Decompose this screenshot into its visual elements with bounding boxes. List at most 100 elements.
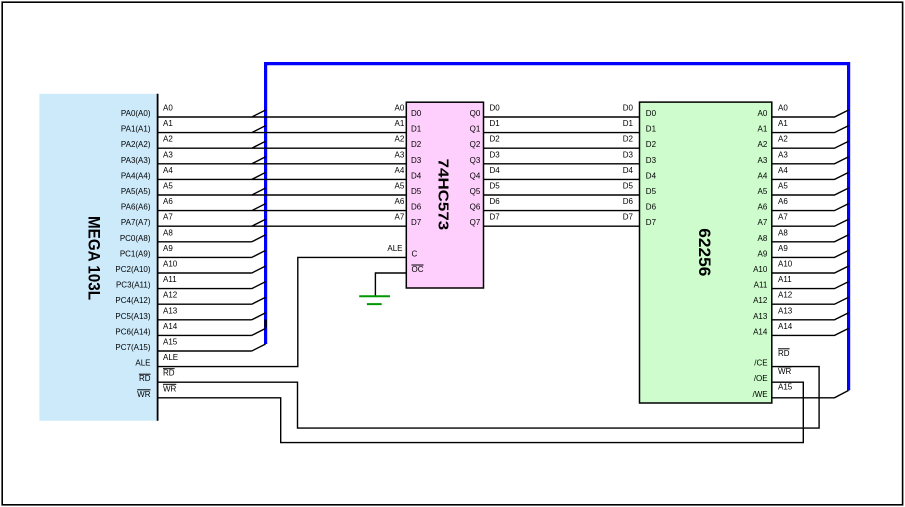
svg-text:A6: A6	[395, 197, 405, 206]
svg-text:62256: 62256	[695, 228, 713, 276]
svg-text:A14: A14	[778, 322, 793, 331]
svg-text:D1: D1	[646, 125, 657, 134]
svg-text:Q3: Q3	[470, 156, 481, 165]
svg-text:D4: D4	[490, 166, 501, 175]
svg-text:A13: A13	[778, 306, 793, 315]
svg-text:A8: A8	[778, 228, 788, 237]
svg-text:D5: D5	[623, 182, 634, 191]
svg-text:A0: A0	[758, 109, 768, 118]
svg-text:D4: D4	[411, 171, 422, 180]
svg-text:A1: A1	[163, 119, 173, 128]
svg-text:A0: A0	[778, 104, 788, 113]
svg-text:PC5(A13): PC5(A13)	[115, 312, 150, 321]
svg-text:A0: A0	[395, 104, 405, 113]
svg-text:A4: A4	[778, 166, 788, 175]
svg-text:A14: A14	[163, 322, 178, 331]
svg-text:PC0(A8): PC0(A8)	[120, 234, 151, 243]
svg-text:A6: A6	[163, 197, 173, 206]
svg-text:A10: A10	[753, 265, 768, 274]
svg-text:D0: D0	[623, 104, 634, 113]
svg-text:D0: D0	[411, 109, 422, 118]
svg-text:A12: A12	[163, 291, 178, 300]
svg-text:D1: D1	[411, 125, 422, 134]
svg-text:A3: A3	[778, 150, 788, 159]
svg-text:A12: A12	[778, 291, 793, 300]
svg-text:A1: A1	[778, 119, 788, 128]
svg-text:A3: A3	[163, 150, 173, 159]
svg-text:Q4: Q4	[470, 171, 481, 180]
svg-text:A1: A1	[395, 119, 405, 128]
svg-text:/CE: /CE	[754, 359, 767, 368]
svg-text:A5: A5	[778, 182, 788, 191]
svg-text:D6: D6	[646, 203, 657, 212]
svg-text:PA3(A3): PA3(A3)	[121, 156, 151, 165]
svg-text:A3: A3	[758, 156, 768, 165]
svg-text:PA6(A6): PA6(A6)	[121, 203, 151, 212]
svg-text:D4: D4	[623, 166, 634, 175]
svg-text:A8: A8	[163, 228, 173, 237]
svg-text:Q5: Q5	[470, 187, 481, 196]
svg-text:A9: A9	[163, 244, 173, 253]
svg-text:A14: A14	[753, 327, 768, 336]
svg-text:ALE: ALE	[163, 353, 178, 362]
svg-text:D0: D0	[490, 104, 501, 113]
svg-text:A15: A15	[778, 382, 793, 391]
svg-text:RD: RD	[163, 369, 175, 378]
svg-text:A7: A7	[758, 218, 768, 227]
svg-text:WR: WR	[137, 390, 151, 399]
svg-text:PC7(A15): PC7(A15)	[115, 343, 150, 352]
svg-text:Q1: Q1	[470, 125, 481, 134]
svg-text:D2: D2	[411, 140, 422, 149]
svg-text:D1: D1	[490, 119, 501, 128]
svg-text:WR: WR	[163, 384, 177, 393]
svg-text:PA4(A4): PA4(A4)	[121, 171, 151, 180]
svg-text:A8: A8	[758, 234, 768, 243]
svg-text:A11: A11	[163, 275, 177, 284]
svg-text:PC2(A10): PC2(A10)	[115, 265, 150, 274]
svg-text:A9: A9	[778, 244, 788, 253]
svg-text:A7: A7	[778, 213, 788, 222]
svg-text:/OE: /OE	[754, 374, 768, 383]
svg-text:D4: D4	[646, 171, 657, 180]
svg-text:D2: D2	[490, 135, 501, 144]
svg-text:A6: A6	[758, 203, 768, 212]
svg-text:D2: D2	[623, 135, 634, 144]
svg-text:PA5(A5): PA5(A5)	[121, 187, 151, 196]
svg-text:A11: A11	[778, 275, 792, 284]
svg-text:Q7: Q7	[470, 218, 481, 227]
svg-text:OC: OC	[412, 265, 424, 274]
svg-text:A6: A6	[778, 197, 788, 206]
svg-text:PA2(A2): PA2(A2)	[121, 140, 151, 149]
svg-text:D6: D6	[490, 197, 501, 206]
svg-text:A10: A10	[163, 260, 178, 269]
svg-text:D5: D5	[490, 182, 501, 191]
svg-text:A7: A7	[395, 213, 405, 222]
svg-text:Q6: Q6	[470, 203, 481, 212]
svg-text:D6: D6	[411, 203, 422, 212]
svg-text:PC1(A9): PC1(A9)	[120, 249, 151, 258]
svg-text:D7: D7	[490, 213, 501, 222]
svg-text:PA1(A1): PA1(A1)	[121, 125, 151, 134]
svg-text:A2: A2	[778, 135, 788, 144]
svg-text:D0: D0	[646, 109, 657, 118]
svg-text:ALE: ALE	[135, 359, 150, 368]
svg-text:A13: A13	[753, 312, 768, 321]
svg-text:A5: A5	[163, 182, 173, 191]
svg-text:A4: A4	[758, 171, 768, 180]
svg-text:A4: A4	[395, 166, 405, 175]
svg-text:A5: A5	[758, 187, 768, 196]
svg-text:Q0: Q0	[470, 109, 481, 118]
svg-text:PC4(A12): PC4(A12)	[115, 296, 150, 305]
svg-text:D3: D3	[623, 150, 634, 159]
svg-text:C: C	[412, 249, 418, 258]
svg-text:A4: A4	[163, 166, 173, 175]
svg-text:MEGA 103L: MEGA 103L	[84, 216, 102, 300]
svg-text:/WE: /WE	[752, 390, 767, 399]
svg-text:A1: A1	[758, 125, 768, 134]
svg-text:A7: A7	[163, 213, 173, 222]
svg-text:A5: A5	[395, 182, 405, 191]
svg-text:A12: A12	[753, 296, 768, 305]
svg-text:ALE: ALE	[387, 244, 402, 253]
svg-text:WR: WR	[778, 367, 792, 376]
svg-text:RD: RD	[139, 374, 151, 383]
